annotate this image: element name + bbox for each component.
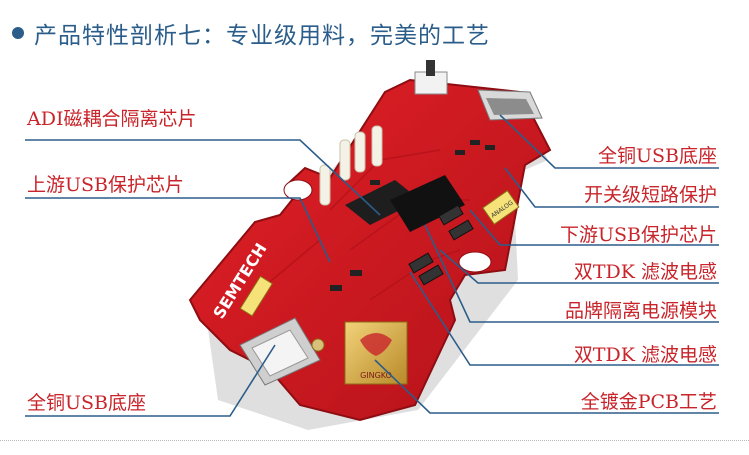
gold-logo-text: GINGKO [360,371,392,380]
section-header: 产品特性剖析七：专业级用料，完美的工艺 [12,18,490,49]
callout-usb-socket-right: 全铜USB底座 [598,145,717,167]
callout-switch-protect: 开关级短路保护 [583,184,717,206]
callout-downstream-protect: 下游USB保护芯片 [560,224,717,246]
gold-logo: GINGKO [344,321,408,385]
dotted-divider [0,440,749,441]
usb-socket-top [477,89,543,121]
callout-adi-chip: ADI磁耦合隔离芯片 [27,108,197,130]
callout-isolated-power: 品牌隔离电源模块 [564,300,717,322]
page-title: 产品特性剖析七：专业级用料，完美的工艺 [34,23,490,49]
callout-tdk-filter-2: 双TDK 滤波电感 [573,344,717,366]
callout-upstream-protect: 上游USB保护芯片 [27,174,184,196]
callout-usb-socket-left: 全铜USB底座 [27,392,146,414]
callout-tdk-filter-1: 双TDK 滤波电感 [573,261,717,283]
bullet-icon [12,27,24,39]
callout-gold-pcb: 全镀金PCB工艺 [580,391,717,413]
